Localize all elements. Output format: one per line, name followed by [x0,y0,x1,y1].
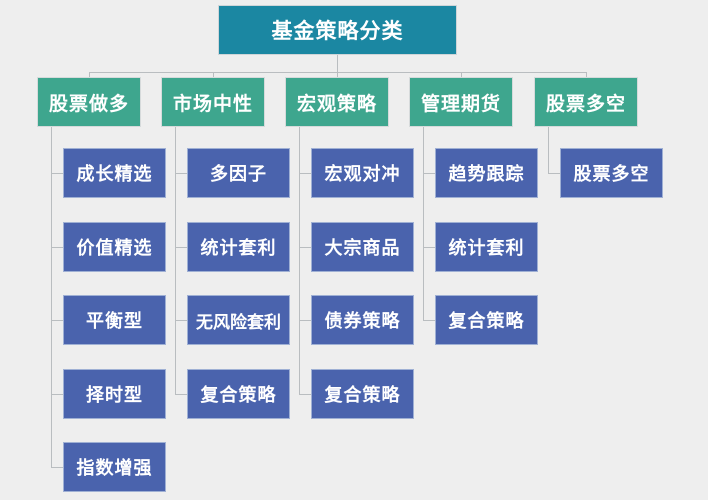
branch-node-stock-long[interactable]: 股票做多 [37,77,141,127]
connector-root-to-branch-4 [461,72,462,78]
connector-stub-3-2 [299,247,311,248]
leaf-node-label: 成长精选 [76,164,153,185]
leaf-node-growth-select[interactable]: 成长精选 [63,148,166,198]
connector-spine-branch-5 [548,127,549,174]
leaf-node-label: 债券策略 [324,311,401,332]
leaf-node-risk-free-arbitrage[interactable]: 无风险套利 [187,295,290,345]
leaf-node-label: 趋势跟踪 [448,164,525,185]
leaf-node-label: 复合策略 [448,311,525,332]
leaf-node-label: 复合策略 [324,385,401,406]
connector-stub-3-1 [299,173,311,174]
connector-root-to-branch-2 [213,72,214,78]
connector-stub-2-3 [175,320,187,321]
leaf-node-label: 统计套利 [448,238,525,259]
connector-spine-branch-4 [423,127,424,321]
leaf-node-bond-strategy[interactable]: 债券策略 [311,295,414,345]
leaf-node-balanced[interactable]: 平衡型 [63,295,166,345]
branch-node-market-neutral[interactable]: 市场中性 [161,77,265,127]
connector-stub-1-5 [51,467,63,468]
branch-node-macro-strategy[interactable]: 宏观策略 [285,77,389,127]
connector-root-to-branch-3 [337,72,338,78]
leaf-node-trend-following[interactable]: 趋势跟踪 [435,148,538,198]
connector-stub-2-4 [175,394,187,395]
leaf-node-composite-strategy-mf[interactable]: 复合策略 [435,295,538,345]
connector-stub-2-1 [175,173,187,174]
leaf-node-label: 无风险套利 [196,312,281,333]
leaf-node-label: 复合策略 [200,385,277,406]
leaf-node-statistical-arbitrage-mn[interactable]: 统计套利 [187,222,290,272]
connector-stub-2-2 [175,247,187,248]
leaf-node-timing[interactable]: 择时型 [63,369,166,419]
connector-root-to-branch-5 [586,72,587,78]
leaf-node-commodities[interactable]: 大宗商品 [311,222,414,272]
root-node-label: 基金策略分类 [271,19,404,43]
connector-stub-4-1 [423,173,435,174]
leaf-node-long-short-equity[interactable]: 股票多空 [560,148,663,198]
leaf-node-label: 多因子 [210,164,267,185]
connector-stub-3-3 [299,320,311,321]
leaf-node-label: 宏观对冲 [324,164,401,185]
connector-root-stem [337,55,338,72]
leaf-node-label: 平衡型 [86,311,143,332]
leaf-node-composite-strategy-mn[interactable]: 复合策略 [187,369,290,419]
connector-stub-4-2 [423,247,435,248]
leaf-node-label: 指数增强 [76,458,153,479]
connector-spine-branch-2 [175,127,176,394]
leaf-node-multi-factor[interactable]: 多因子 [187,148,290,198]
leaf-node-index-enhanced[interactable]: 指数增强 [63,442,166,492]
connector-stub-1-1 [51,173,63,174]
branch-node-label: 股票多空 [545,92,626,115]
leaf-node-value-select[interactable]: 价值精选 [63,222,166,272]
leaf-node-label: 大宗商品 [324,238,401,259]
leaf-node-composite-strategy-macro[interactable]: 复合策略 [311,369,414,419]
connector-root-to-branch-1 [89,72,90,78]
branch-node-managed-futures[interactable]: 管理期货 [409,77,513,127]
branch-node-label: 管理期货 [420,92,501,115]
leaf-node-label: 价值精选 [76,238,153,259]
connector-spine-branch-3 [299,127,300,394]
branch-node-label: 股票做多 [48,92,129,115]
branch-node-label: 宏观策略 [296,92,377,115]
connector-stub-5-1 [548,173,560,174]
branch-node-long-short[interactable]: 股票多空 [534,77,638,127]
leaf-node-label: 择时型 [86,385,143,406]
root-node-fund-strategy-classification[interactable]: 基金策略分类 [218,5,457,55]
connector-stub-4-3 [423,320,435,321]
connector-spine-branch-1 [51,127,52,467]
connector-stub-3-4 [299,394,311,395]
connector-stub-1-4 [51,394,63,395]
branch-node-label: 市场中性 [172,92,253,115]
leaf-node-label: 股票多空 [573,164,650,185]
leaf-node-macro-hedge[interactable]: 宏观对冲 [311,148,414,198]
leaf-node-statistical-arbitrage-mf[interactable]: 统计套利 [435,222,538,272]
connector-stub-1-3 [51,320,63,321]
connector-stub-1-2 [51,247,63,248]
leaf-node-label: 统计套利 [200,238,277,259]
